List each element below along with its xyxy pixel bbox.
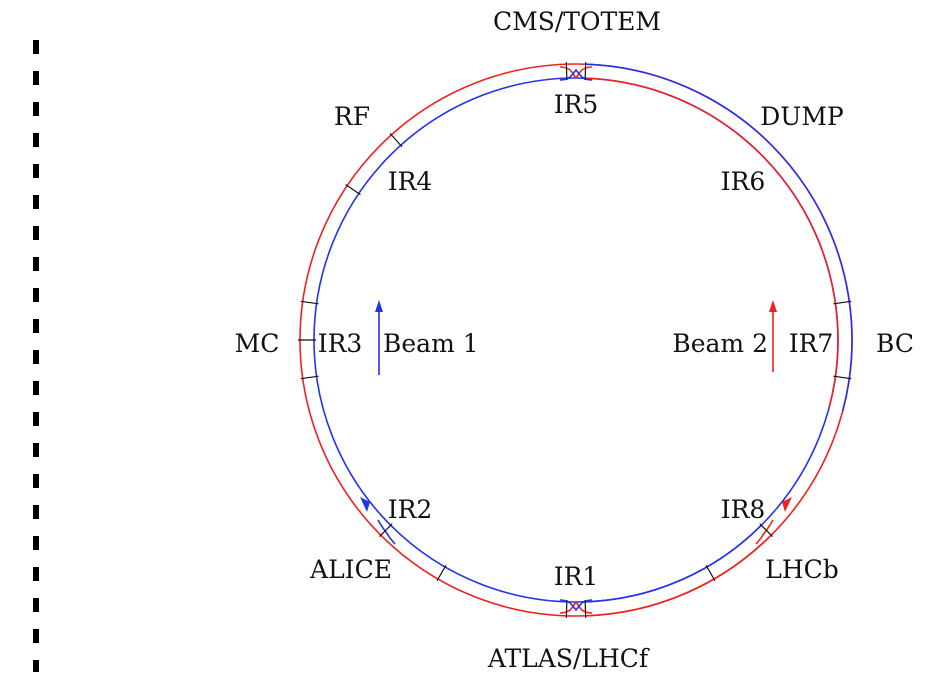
ir-label-ir1: IR1 [554, 562, 599, 591]
ir-label-ir8: IR8 [721, 495, 766, 524]
ir-label-ir6: IR6 [721, 167, 766, 196]
section-tick [345, 184, 361, 196]
experiment-label-ir8: LHCb [765, 555, 839, 584]
section-tick [389, 133, 403, 148]
inner-blue-segment-lower-right [585, 524, 762, 603]
crossing-ir5 [559, 66, 593, 81]
ring-color-segments [585, 63, 853, 617]
experiment-label-ir1: ATLAS/LHCf [487, 644, 650, 673]
outer-red-segment-lower-right [585, 534, 772, 617]
experiment-label-ir2: ALICE [309, 555, 392, 584]
section-tick [436, 564, 447, 582]
section-tick [565, 62, 568, 81]
section-tick [759, 523, 773, 537]
experiment-label-ir5: CMS/TOTEM [493, 7, 661, 36]
section-tick [833, 300, 852, 305]
inner-red-segment-right [585, 77, 839, 409]
crossing-ir2 [377, 519, 396, 545]
ir-label-ir7: IR7 [789, 329, 834, 358]
section-tick [300, 300, 319, 305]
beam2-ring-arrowhead [782, 497, 792, 512]
beam1-ring-arrowhead [360, 497, 370, 512]
section-tick [833, 375, 852, 380]
experiment-label-ir3: MC [235, 329, 280, 358]
section-tick [584, 62, 587, 81]
experiment-label-ir7: BC [876, 329, 914, 358]
section-tick [379, 523, 393, 537]
beam1-arrow [375, 300, 383, 375]
section-ticks [298, 62, 852, 618]
section-tick [705, 564, 716, 582]
beam1-label: Beam 1 [383, 329, 479, 358]
section-tick [300, 375, 319, 380]
experiment-label-ir4: RF [334, 102, 370, 131]
section-tick [584, 599, 587, 618]
ir-label-ir2: IR2 [388, 495, 433, 524]
beam2-arrow [769, 300, 777, 372]
crossing-ir8 [755, 519, 774, 545]
outer-blue-segment-right [585, 63, 853, 412]
section-tick [565, 599, 568, 618]
experiment-label-ir6: DUMP [760, 102, 844, 131]
ir-label-ir3: IR3 [318, 329, 363, 358]
crossing-ir1 [559, 599, 593, 614]
beam2-label: Beam 2 [672, 329, 768, 358]
ir-label-ir5: IR5 [554, 90, 599, 119]
ir-label-ir4: IR4 [388, 167, 433, 196]
